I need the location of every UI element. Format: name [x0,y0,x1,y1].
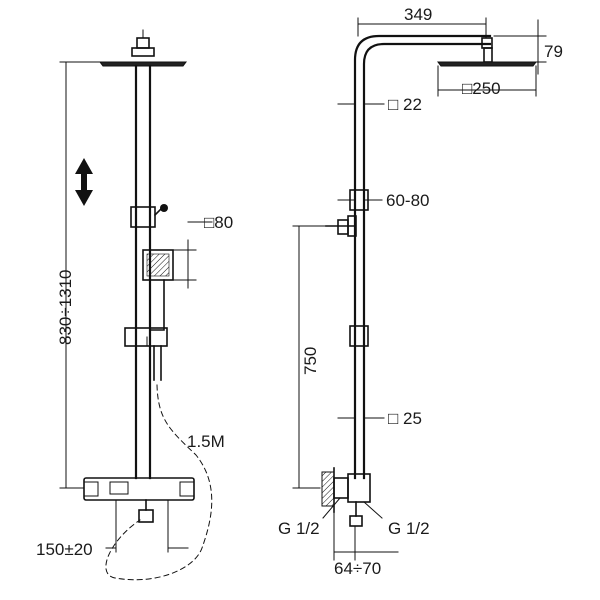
right-connection-label: G 1/2 [388,519,430,538]
head-height-dimension [493,19,547,75]
side-holder [325,189,369,237]
wall-distance-dimension [333,511,399,561]
arm-projection-label: 349 [404,5,432,24]
head-size-dimension [437,65,537,97]
side-sliding-joint [349,325,369,347]
head-size-label: □250 [462,79,501,98]
hand-shower-size-label: □80 [204,213,233,232]
lower-tube-label: □ 25 [388,409,422,428]
wall-distance-label: 64÷70 [334,559,381,578]
side-mixer-and-wall [321,467,371,527]
upper-tube-label: □ 22 [388,95,422,114]
centre-distance-dimension [105,517,189,553]
height-adjust-arrow [75,158,93,206]
front-sliding-joint [130,206,156,228]
height-range-label: 830÷1310 [56,269,75,345]
hand-shower [124,249,174,381]
left-connection-label: G 1/2 [278,519,320,538]
arm-projection-dimension [357,17,487,39]
side-view: 349 79 □250 □ 22 [278,5,563,578]
side-shower-arm [353,34,493,480]
left-connection-leader [322,497,341,519]
thermostatic-mixer [83,477,195,523]
front-view: 830÷1310 □80 1.5M 150±20 [36,29,233,581]
shower-hose [105,384,213,581]
holder-adjust-label: 60-80 [386,191,429,210]
right-connection-leader [363,501,383,519]
hose-length-label: 1.5M [187,432,225,451]
hand-shower-dimension [173,221,213,289]
side-shower-head [437,47,537,67]
holder-height-dimension [292,225,327,489]
overhead-shower-head [99,29,187,67]
holder-height-label: 750 [301,347,320,375]
centre-distance-label: 150±20 [36,540,93,559]
head-height-label: 79 [544,42,563,61]
height-dimension [59,61,101,489]
